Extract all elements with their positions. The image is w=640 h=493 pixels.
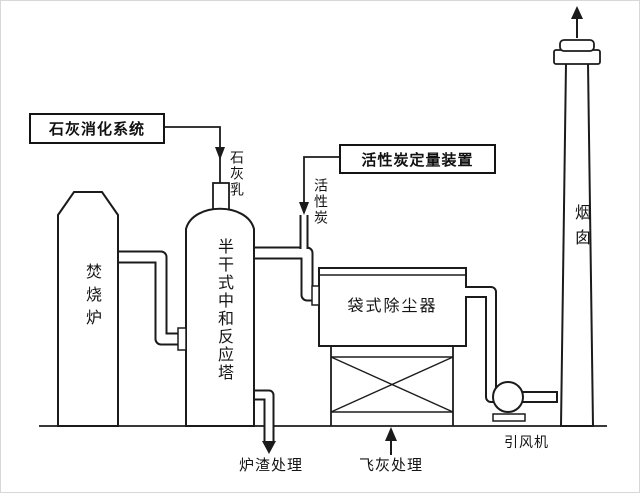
lime-feed-arrow [215, 147, 225, 160]
carbon-feed-arrow [299, 202, 309, 215]
chimney-cap-lower [553, 49, 601, 65]
reaction-tower-label: 半干式中和反应塔 [215, 238, 232, 382]
chimney-shape [553, 6, 601, 427]
chimney-label: 烟囱 [572, 204, 589, 254]
reaction-tower-shape [185, 207, 255, 427]
pipe-flange [311, 285, 320, 306]
chimney-cap-upper [559, 39, 595, 52]
pipe-incinerator-to-tower [119, 250, 187, 351]
fly-ash-arrow-group [385, 427, 397, 455]
fly-ash-treatment-label: 飞灰处理 [359, 457, 424, 474]
slag-treatment-label: 炉渣处理 [239, 457, 304, 474]
lime-feed-line [162, 126, 225, 183]
lime-milk-label: 石灰乳 [229, 150, 245, 198]
fan-base [492, 413, 526, 422]
pipe-bagfilter-to-fan [465, 286, 503, 403]
pipe-flange [177, 327, 187, 351]
activated-carbon-label: 活性炭 [313, 178, 329, 226]
fly-ash-arrow [385, 427, 397, 441]
id-fan-label: 引风机 [504, 434, 549, 450]
bag-filter-support-frame [330, 346, 454, 426]
pipe-tower-to-bagfilter [255, 246, 320, 306]
chimney-exhaust-arrow [571, 6, 583, 19]
lime-system-label-box: 石灰消化系统 [29, 113, 165, 144]
carbon-feed-line [299, 156, 339, 215]
slag-arrow [262, 441, 276, 454]
bag-filter-label: 袋式除尘器 [347, 298, 438, 315]
slag-discharge-pipe [255, 389, 276, 454]
incinerator-label: 焚烧炉 [83, 263, 100, 332]
carbon-doser-label-box: 活性炭定量装置 [339, 144, 496, 174]
id-fan-shape [492, 381, 526, 422]
incinerator-tower-shape [57, 191, 119, 427]
bag-filter-shape [318, 267, 467, 426]
carbon-doser-label: 活性炭定量装置 [361, 151, 474, 169]
lime-system-label: 石灰消化系统 [48, 121, 145, 138]
